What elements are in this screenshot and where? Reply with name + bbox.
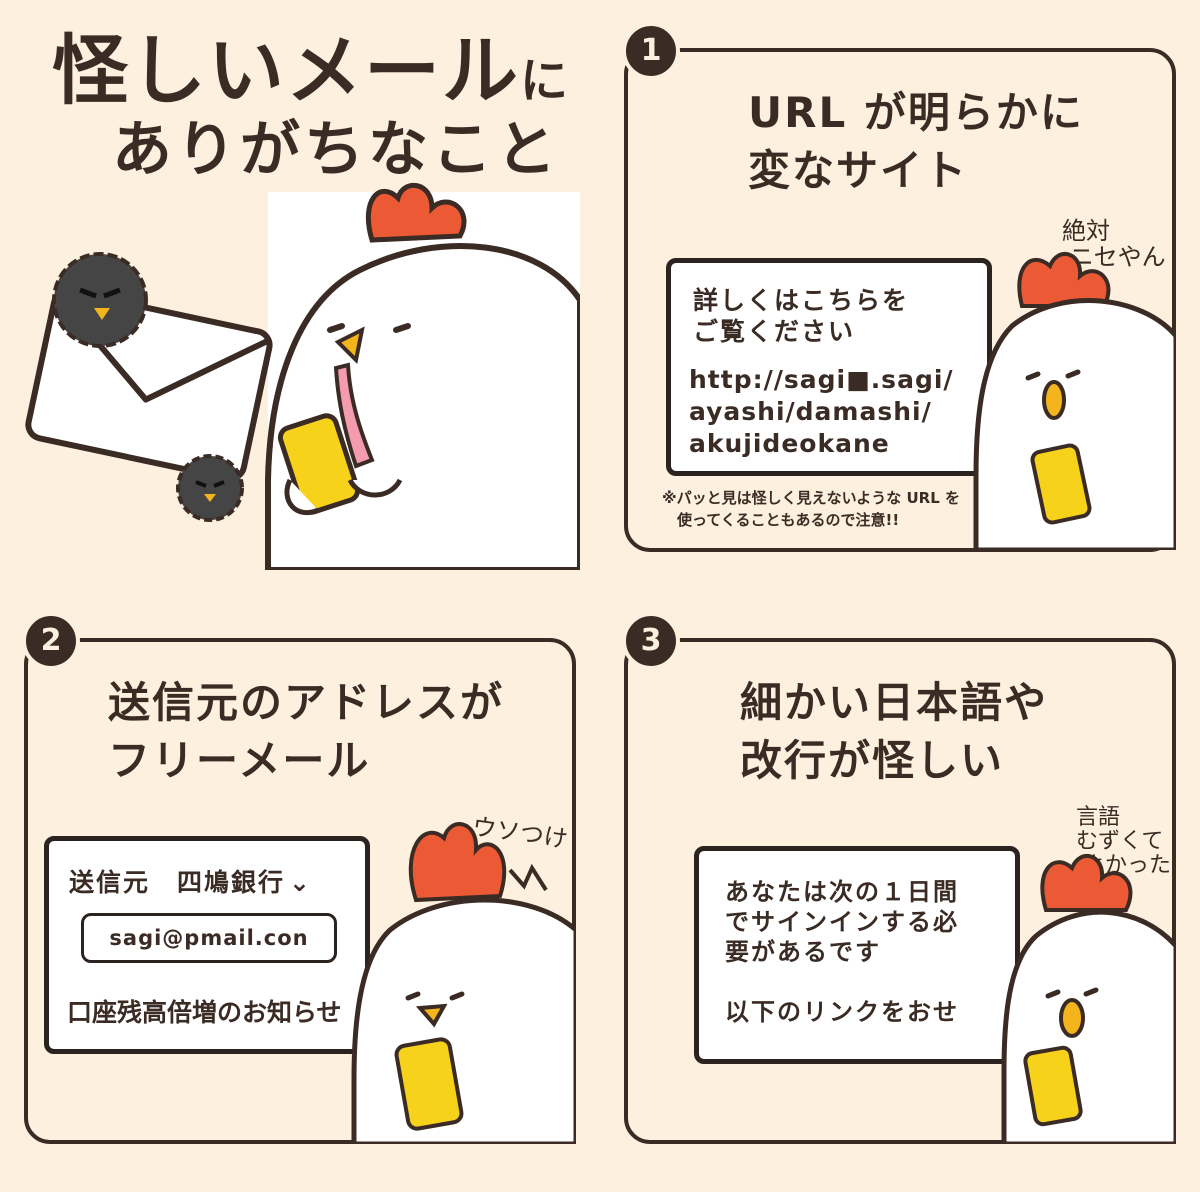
page-title: 怪しいメールに ありがちなこと xyxy=(52,29,612,186)
phone-icon xyxy=(1030,443,1092,525)
chicken-illustration-2 xyxy=(351,822,576,1144)
panel-1-heading-line1: URL が明らかに xyxy=(748,88,1084,137)
sender-row[interactable]: 送信元 四鳩銀行⌄ xyxy=(69,863,365,899)
phone-icon xyxy=(1023,1045,1083,1127)
phone-icon xyxy=(277,413,361,515)
sender-address-field[interactable]: sagi@pmail.con xyxy=(81,913,337,963)
title-line1: 怪しいメール xyxy=(52,26,520,115)
chicken-illustration-3 xyxy=(1001,854,1176,1144)
title-line2: ありがちなこと xyxy=(112,115,560,186)
chevron-down-icon[interactable]: ⌄ xyxy=(289,868,312,897)
handwritten-comment-1: 絶対 ニセやん xyxy=(1062,217,1166,272)
caution-note: ※パッと見は怪しく見えないような URL を 使ってくることもあるので注意!! xyxy=(662,489,961,529)
panel-1-heading-line2: 変なサイト xyxy=(748,145,969,195)
suspicious-url-link[interactable]: http://sagi■.sagi/ ayashi/damashi/ akuji… xyxy=(689,364,954,458)
email-mock-sender: 送信元 四鳩銀行⌄ sagi@pmail.con 口座残高倍増のお知らせ xyxy=(44,836,370,1054)
virus-icon xyxy=(52,252,148,348)
email-body-text: あなたは次の１日間 でサインインする必 要があるです 以下のリンクをおせ xyxy=(725,878,959,1026)
card-body-line1: 詳しくはこちらを xyxy=(693,286,910,315)
chicken-illustration-1 xyxy=(973,252,1176,550)
chicken-illustration xyxy=(265,182,580,570)
small-virus-icon xyxy=(176,454,244,522)
panel-2-heading: 送信元のアドレスが フリーメール xyxy=(108,674,504,790)
email-mock-body: あなたは次の１日間 でサインインする必 要があるです 以下のリンクをおせ xyxy=(694,846,1020,1064)
phone-icon xyxy=(394,1037,464,1131)
email-subject: 口座残高倍増のお知らせ xyxy=(67,998,342,1027)
panel-3-heading-line1: 細かい日本語や xyxy=(740,678,1049,727)
sender-label: 送信元 四鳩銀行 xyxy=(69,868,286,897)
title-line1-tail: に xyxy=(520,53,571,109)
email-mock-url: 詳しくはこちらを ご覧ください http://sagi■.sagi/ ayash… xyxy=(666,258,992,476)
panel-3-heading-line2: 改行が怪しい xyxy=(740,735,1005,785)
hero-illustration xyxy=(25,182,580,570)
panel-1-heading: URL が明らかに 変なサイト xyxy=(748,84,1084,200)
panel-2-heading-line1: 送信元のアドレスが xyxy=(108,678,505,727)
panel-3-heading: 細かい日本語や 改行が怪しい xyxy=(740,674,1048,790)
card-body-line2: ご覧ください xyxy=(693,317,856,347)
panel-2-number-badge: 2 xyxy=(22,612,80,670)
panel-2-heading-line2: フリーメール xyxy=(108,735,371,785)
panel-1-number-badge: 1 xyxy=(622,22,680,80)
panel-3-number-badge: 3 xyxy=(622,612,680,670)
